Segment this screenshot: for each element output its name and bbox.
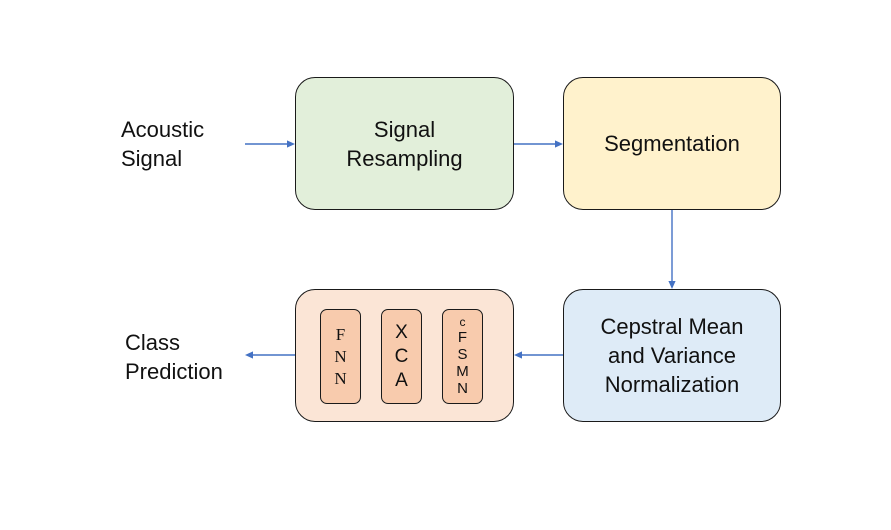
cmvn-node: Cepstral Mean and Variance Normalization bbox=[563, 289, 781, 422]
input-label-acoustic-signal: Acoustic Signal bbox=[121, 115, 204, 173]
signal-resampling-line-2: Resampling bbox=[346, 145, 463, 171]
arrow-resampling-to-segmentation-head bbox=[555, 140, 563, 148]
model-cfsmn-letter-4: M bbox=[456, 363, 469, 380]
output-label-line-1: Class bbox=[125, 330, 181, 355]
model-xca-letter-2: C bbox=[394, 345, 409, 367]
cmvn-line-2: and Variance bbox=[607, 343, 736, 368]
signal-resampling-node: Signal Resampling bbox=[295, 77, 514, 210]
arrow-cmvn-to-classifier-head bbox=[514, 351, 522, 359]
model-cfsmn-letter-2: F bbox=[457, 329, 468, 346]
model-fnn: F N N bbox=[320, 309, 361, 404]
input-label-line-2: Signal bbox=[121, 146, 183, 171]
model-cfsmn: c F S M N bbox=[442, 309, 483, 404]
model-fnn-letter-2: N bbox=[334, 346, 347, 366]
model-cfsmn-letter-5: N bbox=[457, 380, 468, 397]
model-xca-letter-1: X bbox=[395, 321, 408, 343]
signal-resampling-line-1: Signal bbox=[373, 116, 436, 142]
segmentation-node: Segmentation bbox=[563, 77, 781, 210]
model-fnn-letter-3: N bbox=[334, 368, 347, 388]
segmentation-label: Segmentation bbox=[604, 131, 740, 156]
output-label-line-2: Prediction bbox=[125, 359, 223, 384]
arrow-classifier-to-output-head bbox=[245, 351, 253, 359]
model-cfsmn-letter-3: S bbox=[457, 346, 468, 363]
input-label-line-1: Acoustic bbox=[121, 117, 205, 142]
arrow-input-to-resampling-head bbox=[287, 140, 295, 148]
cmvn-line-1: Cepstral Mean bbox=[600, 314, 744, 339]
output-label-class-prediction: Class Prediction bbox=[125, 328, 223, 386]
cmvn-line-3: Normalization bbox=[604, 372, 740, 397]
model-fnn-letter-1: F bbox=[335, 324, 346, 344]
model-xca-letter-3: A bbox=[395, 369, 408, 391]
arrow-segmentation-to-cmvn-head bbox=[668, 281, 676, 289]
model-cfsmn-letter-1: c bbox=[459, 315, 466, 329]
model-xca: X C A bbox=[381, 309, 422, 404]
